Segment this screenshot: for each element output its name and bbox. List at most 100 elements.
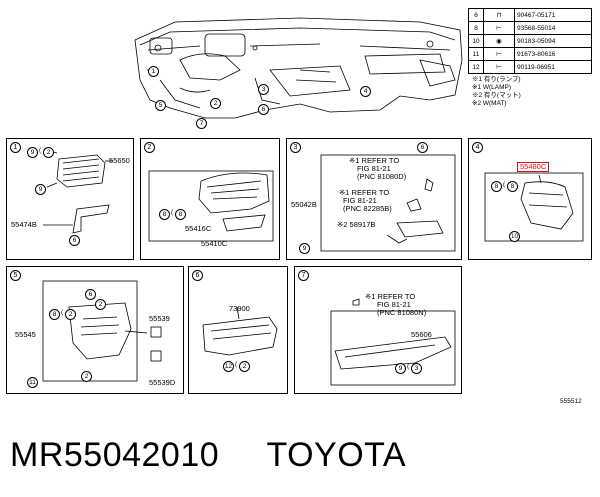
reference-note: FIG 81-21 xyxy=(343,196,377,205)
reference-note: (PNC 81080N) xyxy=(377,308,427,317)
overview-callout: 6 xyxy=(258,104,269,115)
parts-table: 6 ⊓ 90467-05171 8 ⊢ 93568-55014 10 ◉ 901… xyxy=(468,8,592,74)
brand-name: TOYOTA xyxy=(266,436,407,474)
label: ( xyxy=(235,361,238,368)
callout: 6 xyxy=(69,235,80,246)
callout: 2 xyxy=(239,361,250,372)
part-number-cell: 91673-80616 xyxy=(514,47,592,61)
panel-2-drawing xyxy=(148,170,274,242)
panel-5: 5 6 2 8 ( 2 55545 55539 55539D 11 2 xyxy=(6,266,184,394)
callout: 2 xyxy=(95,299,106,310)
label: ( xyxy=(503,181,506,188)
callout: 10 xyxy=(509,231,520,242)
panel-4: 4 55480C 8 ( 8 10 xyxy=(468,138,592,260)
note-line: ※1 有り(ランプ) xyxy=(472,76,521,83)
highlighted-part-label: 55480C xyxy=(517,162,550,172)
callout: 2 xyxy=(81,371,92,382)
overview-callout: 3 xyxy=(258,84,269,95)
note-line: ※2 W(MAT) xyxy=(472,100,507,107)
callout: 9 xyxy=(35,184,46,195)
reference-note: (PNC 82285B) xyxy=(343,204,392,213)
overview-callout: 2 xyxy=(210,98,221,109)
callout: 9 xyxy=(27,147,38,158)
label: ( xyxy=(39,147,42,154)
panel-7: 7 ※1 REFER TO FIG 81-21 (PNC 81080N) 556… xyxy=(294,266,462,394)
panel-1: 1 9 ( 2 55650 9 55474B 6 xyxy=(6,138,134,260)
reference-note: FIG 81-21 xyxy=(357,164,391,173)
panel-6: 6 73900 12 ( 2 xyxy=(188,266,288,394)
part-label: 55545 xyxy=(15,330,36,339)
label: ( xyxy=(171,209,174,216)
panel-2: 2 8 ( 8 55416C 55410C xyxy=(140,138,280,260)
panel-number: 2 xyxy=(144,142,155,153)
panel-number: 5 xyxy=(10,270,21,281)
table-row: 8 ⊢ 93568-55014 xyxy=(468,21,592,35)
table-row: 10 ◉ 90183-05094 xyxy=(468,34,592,48)
label: ( xyxy=(61,309,64,316)
reference-note: (PNC 81080D) xyxy=(357,172,407,181)
panel-6-drawing xyxy=(202,306,278,356)
note-line: ※1 W(LAMP) xyxy=(472,84,512,91)
ref-cell: 6 xyxy=(468,8,484,22)
part-label: 55539D xyxy=(149,378,176,387)
part-number-cell: 90467-05171 xyxy=(514,8,592,22)
part-label: 73900 xyxy=(229,304,250,313)
bolt-icon: ⊢ xyxy=(483,47,515,61)
reference-note: ※1 REFER TO xyxy=(365,292,416,301)
panel-1-drawing xyxy=(43,150,113,234)
dashboard-overview-drawing xyxy=(134,17,463,119)
reference-note: ※1 REFER TO xyxy=(349,156,400,165)
panel-4-drawing xyxy=(484,172,584,242)
overview-callout: 5 xyxy=(155,100,166,111)
panel-number: 7 xyxy=(298,270,309,281)
callout: 8 xyxy=(491,181,502,192)
clip-icon: ⊓ xyxy=(483,8,515,22)
callout: 6 xyxy=(417,142,428,153)
callout: 11 xyxy=(27,377,38,388)
panel-number: 6 xyxy=(192,270,203,281)
part-label: 55042B xyxy=(291,200,317,209)
panel-number: 3 xyxy=(290,142,301,153)
ref-cell: 8 xyxy=(468,21,484,35)
footer-title: MR55042010 TOYOTA xyxy=(10,436,406,475)
reference-note: ※2 58917B xyxy=(337,220,376,229)
part-label: 55416C xyxy=(185,224,212,233)
table-row: 6 ⊓ 90467-05171 xyxy=(468,8,592,22)
label: ( xyxy=(407,363,410,370)
note-line: ※2 有り(マット) xyxy=(472,92,521,99)
callout: 8 xyxy=(175,209,186,220)
part-number: MR55042010 xyxy=(10,436,220,474)
part-label: 55606 xyxy=(411,330,432,339)
part-number-cell: 90119-06951 xyxy=(514,60,592,74)
part-number-cell: 90183-05094 xyxy=(514,34,592,48)
callout: 6 xyxy=(85,289,96,300)
overview-callout: 7 xyxy=(196,118,207,129)
callout: 2 xyxy=(65,309,76,320)
bolt-icon: ⊢ xyxy=(483,60,515,74)
overview-callout: 1 xyxy=(148,66,159,77)
panel-number: 4 xyxy=(472,142,483,153)
panel-number: 1 xyxy=(10,142,21,153)
part-label: 55474B xyxy=(11,220,37,229)
ref-cell: 11 xyxy=(468,47,484,61)
diagram-code: 555512 xyxy=(560,398,582,405)
ref-cell: 10 xyxy=(468,34,484,48)
callout: 2 xyxy=(43,147,54,158)
callout: 12 xyxy=(223,361,234,372)
nut-icon: ◉ xyxy=(483,34,515,48)
ref-cell: 12 xyxy=(468,60,484,74)
table-row: 12 ⊢ 90119-06951 xyxy=(468,60,592,74)
part-label: 55539 xyxy=(149,314,170,323)
part-number-cell: 93568-55014 xyxy=(514,21,592,35)
callout: 9 xyxy=(395,363,406,374)
legend-notes: ※1 有り(ランプ) ※1 W(LAMP) ※2 有り(マット) ※2 W(MA… xyxy=(472,76,521,108)
screw-icon: ⊢ xyxy=(483,21,515,35)
overview-callout: 4 xyxy=(360,86,371,97)
part-label: 55650 xyxy=(109,156,130,165)
part-label: 55410C xyxy=(201,239,228,248)
reference-note: FIG 81-21 xyxy=(377,300,411,309)
panel-5-drawing xyxy=(42,280,162,382)
parts-diagram: 1 2 3 4 5 6 7 6 ⊓ 90467-05171 8 ⊢ 93568-… xyxy=(6,8,592,405)
callout: 8 xyxy=(507,181,518,192)
reference-note: ※1 REFER TO xyxy=(339,188,390,197)
